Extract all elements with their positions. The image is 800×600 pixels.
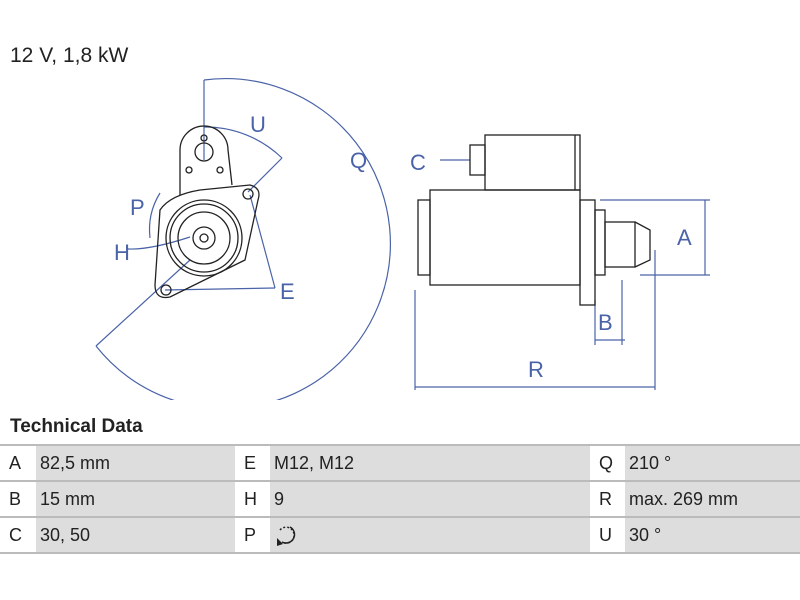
value: 30, 50 — [36, 518, 235, 552]
label-u: U — [250, 112, 266, 137]
technical-data-table: A 82,5 mm E M12, M12 Q 210 ° B 15 mm H 9… — [0, 444, 800, 554]
value: 210 ° — [625, 446, 800, 480]
key: Q — [590, 446, 625, 480]
key: R — [590, 482, 625, 516]
table-row: B 15 mm H 9 R max. 269 mm — [0, 482, 800, 518]
label-p: P — [130, 195, 145, 220]
value: 82,5 mm — [36, 446, 235, 480]
label-a: A — [677, 225, 692, 250]
label-r: R — [528, 357, 544, 382]
value: 30 ° — [625, 518, 800, 552]
key: A — [0, 446, 36, 480]
technical-data-heading: Technical Data — [10, 416, 143, 437]
rotation-direction-icon — [277, 526, 296, 546]
value — [270, 518, 590, 552]
side-view — [417, 134, 651, 306]
key: P — [235, 518, 270, 552]
label-b: B — [598, 310, 613, 335]
dimension-lines — [95, 78, 710, 400]
label-c: C — [410, 150, 426, 175]
key: E — [235, 446, 270, 480]
product-title: 12 V, 1,8 kW — [10, 44, 129, 67]
table-row: C 30, 50 P U 30 ° — [0, 518, 800, 554]
label-h: H — [114, 240, 130, 265]
starter-motor-drawing: U Q P H E C A B R — [95, 78, 710, 400]
table-row: A 82,5 mm E M12, M12 Q 210 ° — [0, 446, 800, 482]
key: H — [235, 482, 270, 516]
label-q: Q — [350, 148, 367, 173]
value: max. 269 mm — [625, 482, 800, 516]
value: M12, M12 — [270, 446, 590, 480]
value: 15 mm — [36, 482, 235, 516]
key: C — [0, 518, 36, 552]
label-e: E — [280, 279, 295, 304]
key: U — [590, 518, 625, 552]
front-view — [154, 125, 260, 299]
key: B — [0, 482, 36, 516]
dimension-labels: U Q P H E C A B R — [114, 112, 692, 382]
value: 9 — [270, 482, 590, 516]
